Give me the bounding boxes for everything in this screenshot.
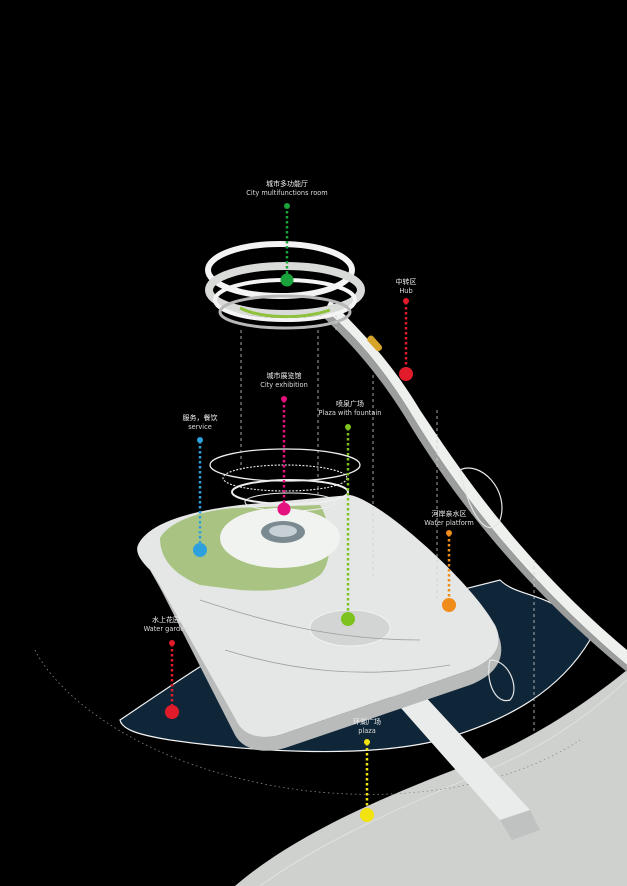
lime-dot-icon <box>341 612 355 626</box>
label-en: City exhibition <box>260 381 308 389</box>
label-cn: 环湖广场 <box>353 718 381 726</box>
label-fountain: 喷泉广场 Plaza with fountain <box>319 400 382 418</box>
label-en: Water platform <box>424 519 474 527</box>
label-cn: 城市展览馆 <box>266 372 302 380</box>
label-multifunction: 城市多功能厅 City multifunctions room <box>246 180 327 198</box>
yellow-dot-icon <box>360 808 374 822</box>
blue-dot-icon <box>197 437 203 443</box>
label-en: City multifunctions room <box>246 189 328 197</box>
label-en: Plaza with fountain <box>318 409 382 417</box>
main-platform <box>137 495 502 751</box>
lower-bridge <box>385 680 540 840</box>
label-en: Water garden <box>143 625 189 633</box>
orange-dot-icon <box>446 530 452 536</box>
label-cn: 喷泉广场 <box>335 400 364 408</box>
hub-window <box>367 335 383 352</box>
orange-dot-icon <box>442 598 456 612</box>
red-dot-icon <box>165 705 179 719</box>
label-en: service <box>188 423 212 431</box>
red-dot-icon <box>399 367 413 381</box>
label-cn: 中转区 <box>395 278 417 286</box>
blue-dot-icon <box>193 543 207 557</box>
multifunction-ring <box>205 241 365 330</box>
upper-bridge <box>322 300 627 702</box>
lime-dot-icon <box>345 424 351 430</box>
label-en: Hub <box>399 287 413 295</box>
label-exhibition: 城市展览馆 City exhibition <box>260 372 308 390</box>
green-dot-icon <box>280 273 294 287</box>
label-cn: 水上花园 <box>152 616 180 624</box>
yellow-dot-icon <box>364 739 370 745</box>
red-dot-icon <box>403 298 409 304</box>
label-cn: 服务，餐饮 <box>182 414 218 422</box>
projection-lines <box>240 315 535 800</box>
fountain-plaza-bowl <box>309 609 391 647</box>
magenta-dot-icon <box>277 502 291 516</box>
label-en: plaza <box>358 727 376 735</box>
label-cn: 河岸亲水区 <box>431 510 467 518</box>
label-water-platform: 河岸亲水区 Water platform <box>424 510 474 528</box>
green-dot-icon <box>284 203 290 209</box>
label-water-garden: 水上花园 Water garden <box>144 616 189 634</box>
label-hub: 中转区 Hub <box>396 278 417 296</box>
label-cn: 城市多功能厅 <box>266 180 308 188</box>
label-plaza: 环湖广场 plaza <box>353 718 381 736</box>
red-dot-icon <box>169 640 175 646</box>
magenta-dot-icon <box>281 396 287 402</box>
label-service: 服务，餐饮 service <box>183 414 218 432</box>
